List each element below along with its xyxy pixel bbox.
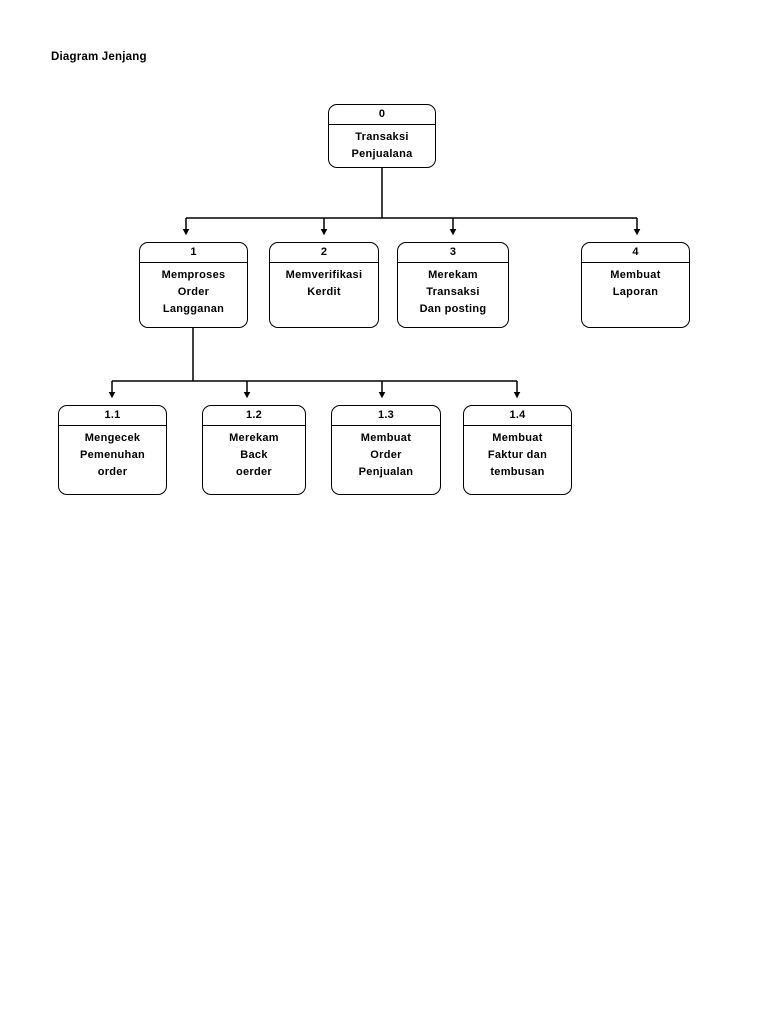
node-1-1-label-line: Pemenuhan	[79, 448, 146, 461]
node-3[interactable]: 3 Merekam Transaksi Dan posting	[397, 242, 509, 328]
node-4-label-line: Laporan	[612, 285, 659, 298]
node-2-body: Memverifikasi Kerdit	[270, 263, 378, 327]
node-1-4[interactable]: 1.4 Membuat Faktur dan tembusan	[463, 405, 572, 495]
node-4-body: Membuat Laporan	[582, 263, 689, 327]
node-3-label-line: Merekam	[428, 268, 478, 281]
node-0-label-line: Transaksi	[355, 130, 409, 143]
connector-node1-to-level2	[108, 328, 521, 399]
node-1-1-body: Mengecek Pemenuhan order	[59, 426, 166, 494]
node-3-body: Merekam Transaksi Dan posting	[398, 263, 508, 327]
node-1-2[interactable]: 1.2 Merekam Back oerder	[202, 405, 306, 495]
node-0[interactable]: 0 Transaksi Penjualana	[328, 104, 436, 168]
node-1[interactable]: 1 Memproses Order Langganan	[139, 242, 248, 328]
node-1-4-label-line: Membuat	[492, 431, 543, 444]
node-3-label-line: Dan posting	[419, 302, 487, 315]
node-1-1-label-line: Mengecek	[84, 431, 141, 444]
node-1-3-label-line: Membuat	[360, 431, 412, 444]
node-1-label-line: Order	[177, 285, 210, 298]
node-2-label-line: Memverifikasi	[285, 268, 363, 281]
node-1-label-line: Memproses	[161, 268, 226, 281]
node-1-3[interactable]: 1.3 Membuat Order Penjualan	[331, 405, 441, 495]
node-1-2-label-line: oerder	[235, 465, 273, 478]
node-1-4-body: Membuat Faktur dan tembusan	[464, 426, 571, 494]
node-1-1-label-line: order	[97, 465, 128, 478]
node-1-label-line: Langganan	[162, 302, 225, 315]
node-2-label-line: Kerdit	[307, 285, 341, 298]
node-1-2-label-line: Back	[240, 448, 268, 461]
node-4[interactable]: 4 Membuat Laporan	[581, 242, 690, 328]
node-1-2-body: Merekam Back oerder	[203, 426, 305, 494]
node-1-3-label-line: Penjualan	[358, 465, 414, 478]
node-4-id: 4	[582, 243, 689, 263]
node-1-3-body: Membuat Order Penjualan	[332, 426, 440, 494]
node-2-id: 2	[270, 243, 378, 263]
node-1-4-label-line: Faktur dan	[487, 448, 548, 461]
node-1-1-id: 1.1	[59, 406, 166, 426]
node-1-1[interactable]: 1.1 Mengecek Pemenuhan order	[58, 405, 167, 495]
node-1-2-id: 1.2	[203, 406, 305, 426]
node-3-id: 3	[398, 243, 508, 263]
node-1-4-label-line: tembusan	[490, 465, 545, 478]
node-1-body: Memproses Order Langganan	[140, 263, 247, 327]
page-title: Diagram Jenjang	[51, 51, 147, 63]
node-1-2-label-line: Merekam	[229, 431, 279, 444]
node-1-4-id: 1.4	[464, 406, 571, 426]
node-1-3-id: 1.3	[332, 406, 440, 426]
node-0-body: Transaksi Penjualana	[329, 125, 435, 167]
node-1-id: 1	[140, 243, 247, 263]
node-4-label-line: Membuat	[610, 268, 661, 281]
node-2[interactable]: 2 Memverifikasi Kerdit	[269, 242, 379, 328]
node-0-id: 0	[329, 105, 435, 125]
node-0-label-line: Penjualana	[351, 147, 413, 160]
connector-root-to-level1	[182, 168, 641, 236]
node-3-label-line: Transaksi	[426, 285, 480, 298]
node-1-3-label-line: Order	[370, 448, 402, 461]
